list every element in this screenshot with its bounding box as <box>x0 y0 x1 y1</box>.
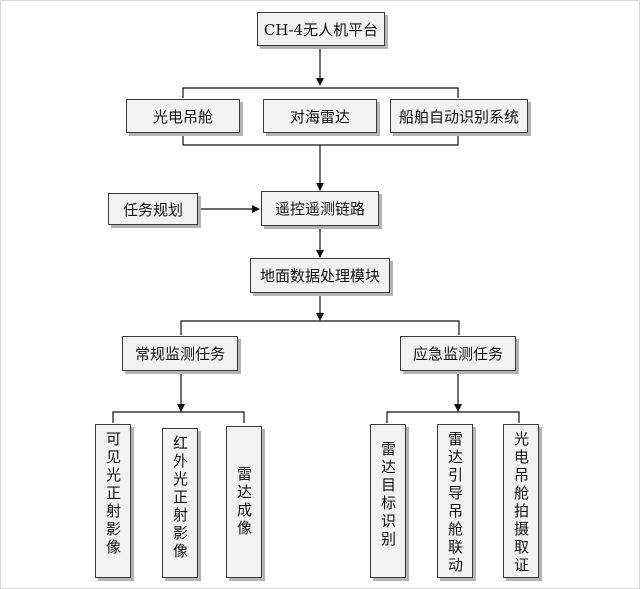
node-visible: 可见光正射影像 <box>95 424 131 578</box>
node-radartarget: 雷达目标识别 <box>370 424 406 578</box>
node-pod: 光电吊舱 <box>126 99 240 133</box>
tasks-bracket-top <box>180 320 460 335</box>
node-radarimg-label: 雷达成像 <box>235 466 253 538</box>
node-routine-label: 常规监测任务 <box>134 345 225 363</box>
node-podcapture: 光电吊舱拍摄取证 <box>503 424 539 578</box>
routine-outputs-bracket <box>112 411 245 423</box>
node-platform-label: CH-4无人机平台 <box>263 20 379 39</box>
node-radar: 对海雷达 <box>263 99 377 133</box>
emergency-outputs-bracket <box>386 411 520 423</box>
node-planning-label: 任务规划 <box>122 200 183 219</box>
node-ais: 船舶自动识别系统 <box>390 99 528 133</box>
node-emergency-label: 应急监测任务 <box>412 345 503 363</box>
node-ground-label: 地面数据处理模块 <box>259 267 380 285</box>
node-radartarget-label: 雷达目标识别 <box>379 441 397 549</box>
node-visible-label: 可见光正射影像 <box>104 431 122 557</box>
node-radarimg: 雷达成像 <box>226 426 262 578</box>
node-radarguide: 雷达引导吊舱联动 <box>437 424 473 578</box>
node-pod-label: 光电吊舱 <box>152 107 213 126</box>
node-link-label: 遥控遥测链路 <box>274 200 365 218</box>
node-ground: 地面数据处理模块 <box>250 258 390 293</box>
node-planning: 任务规划 <box>108 193 198 225</box>
node-link: 遥控遥测链路 <box>261 191 379 226</box>
node-routine: 常规监测任务 <box>122 336 238 371</box>
node-radarguide-label: 雷达引导吊舱联动 <box>446 431 464 575</box>
node-radar-label: 对海雷达 <box>289 107 350 126</box>
payload-bracket-bottom <box>182 133 459 146</box>
node-infrared-label: 红外光正射影像 <box>171 435 189 561</box>
node-podcapture-label: 光电吊舱拍摄取证 <box>512 431 530 575</box>
node-infrared: 红外光正射影像 <box>162 428 198 578</box>
node-ais-label: 船舶自动识别系统 <box>398 107 519 126</box>
node-platform: CH-4无人机平台 <box>257 12 385 46</box>
payload-bracket-top <box>182 87 459 98</box>
node-emergency: 应急监测任务 <box>400 336 516 371</box>
